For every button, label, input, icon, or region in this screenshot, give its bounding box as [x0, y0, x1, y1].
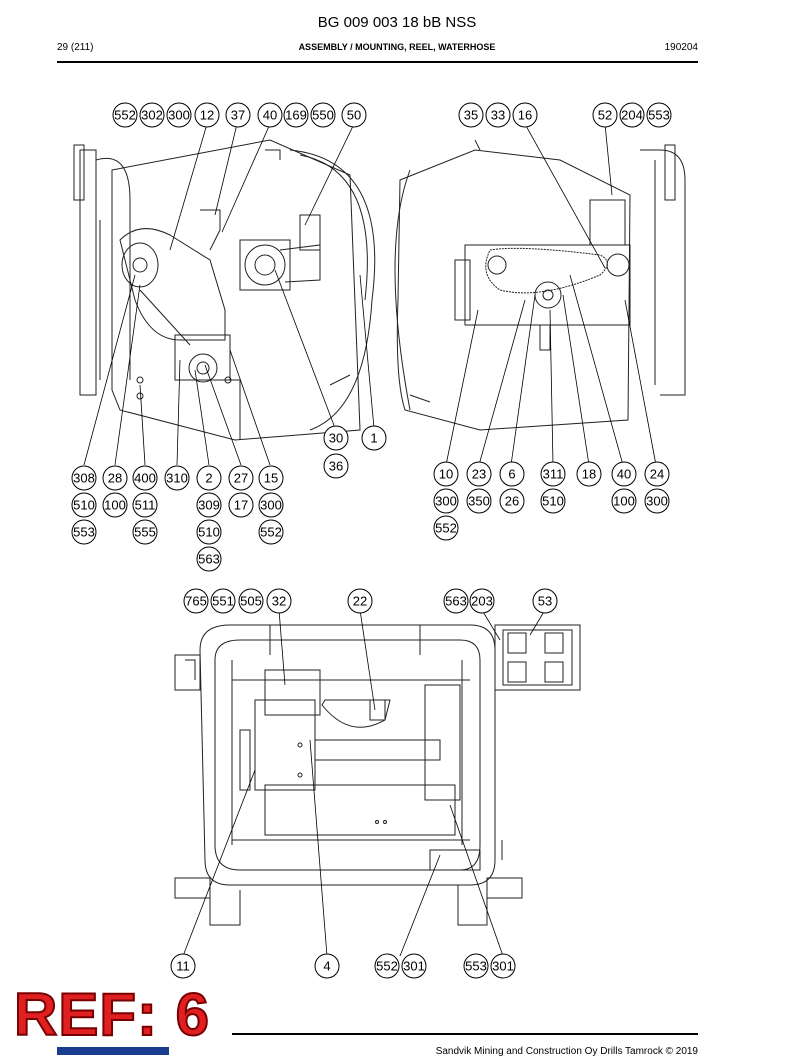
company-logo — [57, 1047, 169, 1055]
callout-number: 302 — [141, 108, 163, 123]
callout-number: 510 — [73, 498, 95, 513]
callout-number: 100 — [104, 498, 126, 513]
callout-number: 300 — [260, 498, 282, 513]
callout-bubbles — [71, 102, 672, 979]
callout-number: 15 — [264, 471, 278, 486]
callout-number: 300 — [168, 108, 190, 123]
callout-number: 550 — [312, 108, 334, 123]
callout-number: 1 — [370, 431, 377, 446]
callout-number: 6 — [508, 467, 515, 482]
callout-number: 27 — [234, 471, 248, 486]
callout-number: 26 — [505, 494, 519, 509]
document-code: 190204 — [664, 42, 698, 53]
footer-rule — [232, 1033, 698, 1035]
leader-lines — [83, 123, 657, 957]
callout-number: 551 — [212, 594, 234, 609]
section-title: ASSEMBLY / MOUNTING, REEL, WATERHOSE — [298, 42, 496, 52]
callout-number: 169 — [285, 108, 307, 123]
footer-copyright: Sandvik Mining and Construction Oy Drill… — [435, 1046, 698, 1057]
callout-number: 308 — [73, 471, 95, 486]
callout-number: 563 — [445, 594, 467, 609]
callout-number: 552 — [435, 521, 457, 536]
callout-number: 510 — [542, 494, 564, 509]
header-rule — [57, 61, 698, 63]
callout-number: 53 — [538, 594, 552, 609]
callout-number: 203 — [471, 594, 493, 609]
callout-number: 22 — [353, 594, 367, 609]
callout-number: 11 — [176, 959, 190, 974]
callout-number: 204 — [621, 108, 643, 123]
callout-number: 28 — [108, 471, 122, 486]
callout-number: 100 — [613, 494, 635, 509]
callout-number: 52 — [598, 108, 612, 123]
callout-number: 24 — [650, 467, 664, 482]
callout-number: 300 — [646, 494, 668, 509]
callout-number: 40 — [617, 467, 631, 482]
callout-number: 553 — [648, 108, 670, 123]
callout-number: 309 — [198, 498, 220, 513]
callout-number: 310 — [166, 471, 188, 486]
callout-number: 33 — [491, 108, 505, 123]
callout-number: 563 — [198, 552, 220, 567]
callout-number: 505 — [240, 594, 262, 609]
page-number: 29 (211) — [57, 42, 94, 53]
document-title: BG 009 003 18 bB NSS — [317, 14, 477, 31]
callout-number: 40 — [263, 108, 277, 123]
callout-number: 400 — [134, 471, 156, 486]
callout-number: 32 — [272, 594, 286, 609]
callout-number: 553 — [73, 525, 95, 540]
callout-number: 765 — [185, 594, 207, 609]
callout-number: 12 — [200, 108, 214, 123]
drawing-linework — [73, 139, 686, 926]
callout-number: 552 — [114, 108, 136, 123]
callout-number: 36 — [329, 459, 343, 474]
callout-number: 17 — [234, 498, 248, 513]
callout-numbers: 552 302 300 12 37 40 169 550 50 35 33 16… — [73, 108, 670, 974]
callout-number: 50 — [347, 108, 361, 123]
callout-number: 301 — [492, 959, 514, 974]
callout-number: 10 — [439, 467, 453, 482]
ref-stamp: REF: 6 — [13, 981, 211, 1048]
callout-number: 35 — [464, 108, 478, 123]
callout-number: 552 — [260, 525, 282, 540]
callout-number: 552 — [376, 959, 398, 974]
callout-number: 555 — [134, 525, 156, 540]
callout-number: 4 — [323, 959, 330, 974]
callout-number: 30 — [329, 431, 343, 446]
callout-number: 23 — [472, 467, 486, 482]
callout-number: 510 — [198, 525, 220, 540]
callout-number: 311 — [543, 467, 564, 482]
callout-number: 511 — [135, 498, 156, 513]
callout-number: 37 — [231, 108, 245, 123]
callout-number: 300 — [435, 494, 457, 509]
callout-number: 16 — [518, 108, 532, 123]
callout-number: 2 — [205, 471, 212, 486]
callout-number: 553 — [465, 959, 487, 974]
callout-number: 301 — [403, 959, 425, 974]
callout-number: 350 — [468, 494, 490, 509]
callout-number: 18 — [582, 467, 596, 482]
